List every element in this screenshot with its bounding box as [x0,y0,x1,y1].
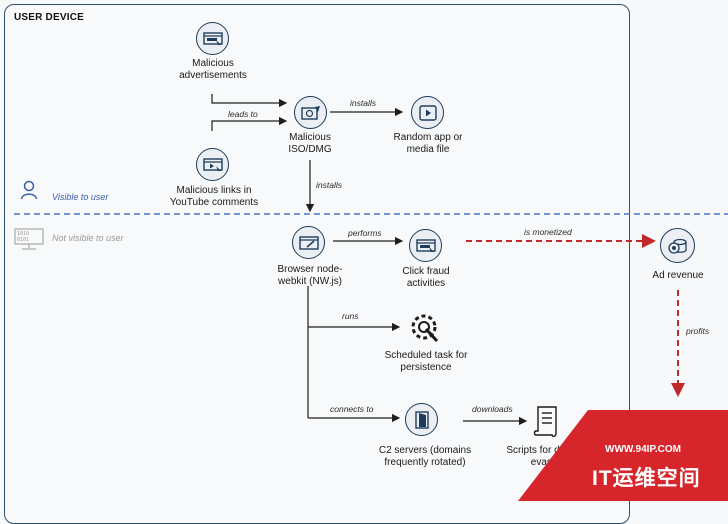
disc-image-icon [294,96,327,129]
malicious-links-label: Malicious links in YouTube comments [169,185,259,208]
svg-text:0101: 0101 [17,237,29,243]
edge-label-runs: runs [342,311,359,321]
click-fraud-label: Click fraud activities [402,266,450,289]
user-device-container [4,4,630,524]
user-icon [20,180,38,200]
browser-nodewebkit-label: Browser node- webkit (NW.js) [277,264,343,287]
edge-label-downloads: downloads [472,404,513,414]
video-link-icon [196,148,229,181]
gear-wrench-icon [405,310,443,346]
media-player-icon [411,96,444,129]
edge-label-installs-1: installs [350,98,376,108]
not-visible-to-user-label: Not visible to user [52,233,124,243]
malicious-ads-label: Malicious advertisements [179,58,247,81]
scheduled-task-label: Scheduled task for persistence [384,350,468,373]
watermark-banner [518,410,728,501]
ad-browser-icon [196,22,229,55]
coins-icon [660,228,695,263]
edge-label-is-monetized: is monetized [524,227,572,237]
click-fraud-icon [409,229,442,262]
edge-label-connects-to: connects to [330,404,374,414]
visible-to-user-label: Visible to user [52,192,109,202]
browser-window-icon [292,226,325,259]
edge-label-profits: profits [686,326,710,336]
edge-label-performs: performs [348,228,382,238]
edge-label-leads-to: leads to [228,109,258,119]
server-door-icon [405,403,438,436]
script-scroll-icon [532,405,560,439]
ad-revenue-label: Ad revenue [652,270,704,281]
c2-servers-label: C2 servers (domains frequently rotated) [378,445,472,468]
edge-label-installs-2: installs [316,180,342,190]
user-device-label: USER DEVICE [14,12,84,23]
iso-dmg-label: Malicious ISO/DMG [288,132,332,155]
random-app-label: Random app or media file [393,132,463,155]
svg-text:1010: 1010 [17,231,29,237]
watermark-url: WWW.94IP.COM [605,444,681,455]
watermark-name: IT运维空间 [592,467,701,490]
